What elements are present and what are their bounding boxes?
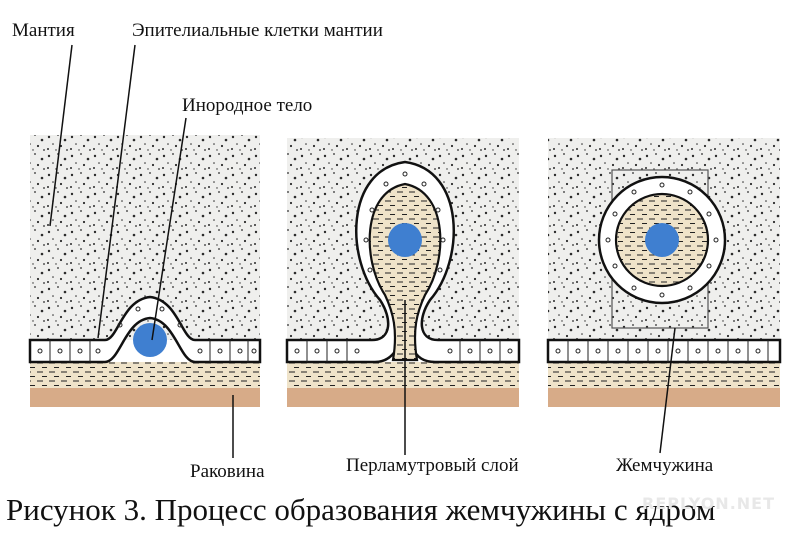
shell-strip	[287, 388, 519, 407]
epithelial-layer	[28, 295, 262, 364]
shell-strip	[548, 388, 780, 407]
nacre-strip	[287, 362, 519, 388]
epithelial-cells	[294, 171, 513, 362]
watermark: REPLYON.NET	[642, 494, 775, 513]
stage-1-panel	[28, 135, 262, 407]
epithelial-layer	[546, 338, 782, 364]
mantle-label: Мантия	[12, 20, 75, 41]
foreign-body-nucleus	[133, 323, 167, 357]
stage-2-panel	[285, 138, 521, 407]
epithelial-cells	[555, 340, 769, 362]
nacre-layer-label: Перламутровый слой	[346, 455, 519, 476]
foreign-body-label: Инородное тело	[182, 95, 313, 116]
epithelial-cells	[37, 306, 257, 362]
nacre-strip	[548, 362, 780, 388]
foreign-body-nucleus	[645, 223, 679, 257]
shell-strip	[30, 388, 260, 407]
epithelial-cells-label: Эпителиальные клетки мантии	[132, 20, 383, 41]
pearl-label: Жемчужина	[616, 455, 714, 476]
stage-3-panel	[546, 138, 782, 407]
nacre-strip	[30, 362, 260, 388]
leader-lines	[49, 44, 676, 458]
foreign-body-nucleus	[388, 223, 422, 257]
shell-label: Раковина	[190, 461, 265, 482]
nacre-sac	[368, 182, 442, 362]
figure-caption: Рисунок 3. Процесс образования жемчужины…	[6, 492, 716, 527]
epithelial-cells	[605, 182, 719, 298]
